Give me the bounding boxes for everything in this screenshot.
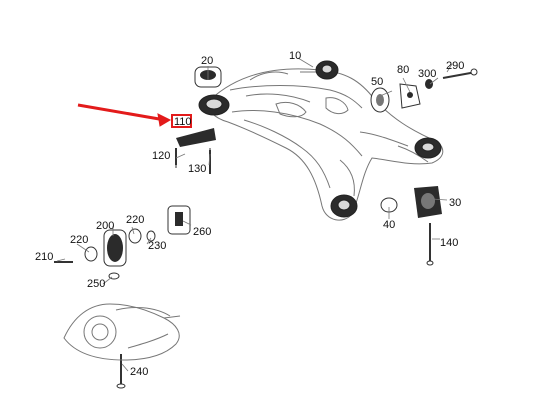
part-140-bolt (426, 223, 434, 266)
callout-140: 140 (440, 237, 459, 249)
callout-260: 260 (193, 226, 212, 238)
part-240-bolt (116, 354, 126, 389)
highlight-part-110-box (171, 114, 192, 128)
callout-20: 20 (201, 55, 214, 67)
part-300-washer (425, 79, 433, 89)
differential-housing (63, 303, 181, 361)
part-230-washer (146, 230, 156, 242)
callout-30: 30 (449, 197, 462, 209)
subframe-mounts (198, 60, 442, 218)
part-200-mount (103, 229, 127, 267)
part-260-mount (167, 205, 191, 235)
callout-240: 240 (130, 366, 149, 378)
callout-220-left: 220 (70, 234, 89, 246)
callout-130: 130 (188, 163, 207, 175)
callout-290: 290 (446, 60, 465, 72)
callout-230: 230 (148, 240, 167, 252)
callout-300: 300 (418, 68, 437, 80)
callout-210: 210 (35, 251, 54, 263)
callout-220-right: 220 (126, 214, 145, 226)
part-290-bolt (442, 68, 478, 79)
callout-10: 10 (289, 50, 302, 62)
callout-250: 250 (87, 278, 106, 290)
callout-200: 200 (96, 220, 115, 232)
part-220-washer-right (128, 228, 142, 244)
subframe-drawing (208, 68, 444, 221)
callout-120: 120 (152, 150, 171, 162)
part-80-mount (399, 83, 421, 109)
part-220-washer-left (84, 246, 98, 262)
leader-lines (56, 57, 453, 372)
red-arrow (77, 103, 172, 127)
part-50-bushing (370, 87, 390, 113)
part-30-mount (414, 186, 442, 218)
callout-80: 80 (397, 64, 410, 76)
callout-50: 50 (371, 76, 384, 88)
callout-110: 110 (174, 116, 192, 128)
callout-40: 40 (383, 219, 396, 231)
